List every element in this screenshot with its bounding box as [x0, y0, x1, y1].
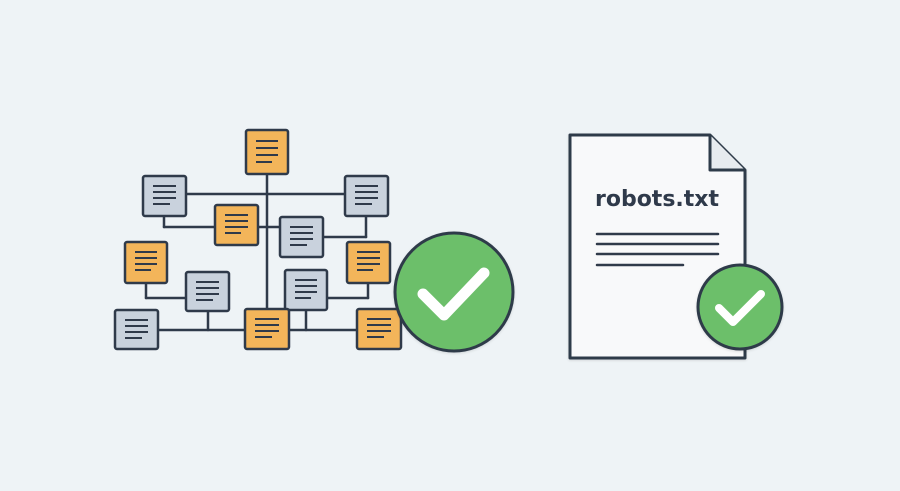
sitemap-tree-icon: [113, 128, 403, 351]
sitemap-node-orange: [355, 307, 403, 351]
sitemap-node-gray: [278, 215, 325, 259]
sitemap-node-orange: [123, 240, 169, 285]
sitemap-node-gray: [184, 270, 231, 313]
sitemap-node-orange: [345, 240, 392, 285]
sitemap-node-orange: [244, 128, 290, 176]
sitemap-node-gray: [141, 174, 188, 218]
document-checkmark-circle-icon: [696, 263, 784, 351]
sitemap-node-orange: [213, 203, 260, 247]
sitemap-node-gray: [283, 268, 329, 312]
sitemap-node-gray: [343, 174, 390, 218]
sitemap-node-orange: [243, 307, 291, 351]
document-filename: robots.txt: [595, 187, 720, 212]
sitemap-checkmark-circle-icon: [393, 231, 515, 353]
sitemap-node-gray: [113, 308, 160, 351]
sitemap-connectors: [144, 172, 370, 332]
document-text-lines: [595, 232, 720, 267]
